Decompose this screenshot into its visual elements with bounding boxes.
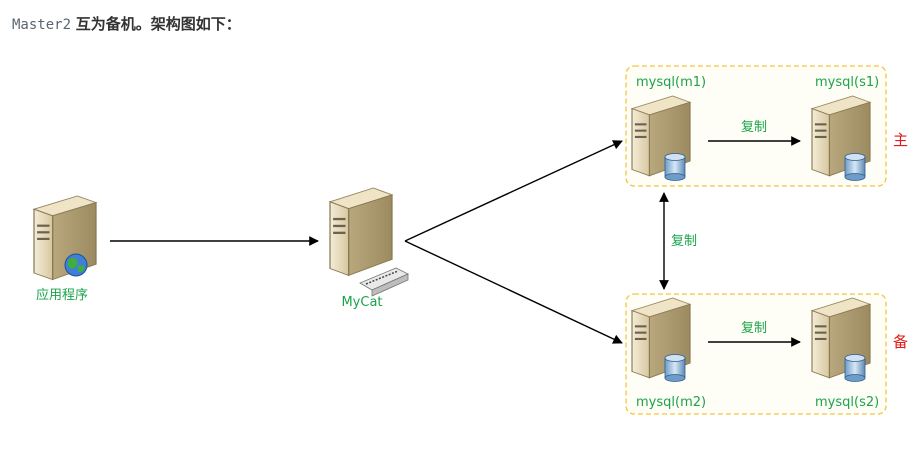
s2-database-icon [844,354,866,382]
mycat-to-m1-arrow [404,140,623,242]
s2-label: mysql(s2) [815,395,879,410]
app-label: 应用程序 [36,287,88,303]
mycat-server-icon [329,187,393,277]
m1-database-icon [664,153,686,181]
intro-caption: 互为备机。架构图如下： [75,15,241,33]
m1-label: mysql(m1) [636,75,706,90]
m2-database-icon [664,354,686,382]
m1-m2-edge-label: 复制 [671,234,697,249]
backup-group-label: 备 [893,333,908,351]
s1-label: mysql(s1) [815,75,879,90]
intro-text: Master2 互为备机。架构图如下： [12,13,241,34]
primary-group-label: 主 [893,131,908,149]
m2-s2-edge-label: 复制 [741,321,767,336]
s1-database-icon [844,153,866,181]
globe-icon [64,253,88,277]
mycat-to-m2-arrow [404,240,623,344]
m1-s1-edge-label: 复制 [741,120,767,135]
network-switch-icon [359,267,409,297]
m2-label: mysql(m2) [636,395,706,410]
mycat-label: MyCat [341,295,382,310]
intro-code: Master2 [12,17,72,33]
